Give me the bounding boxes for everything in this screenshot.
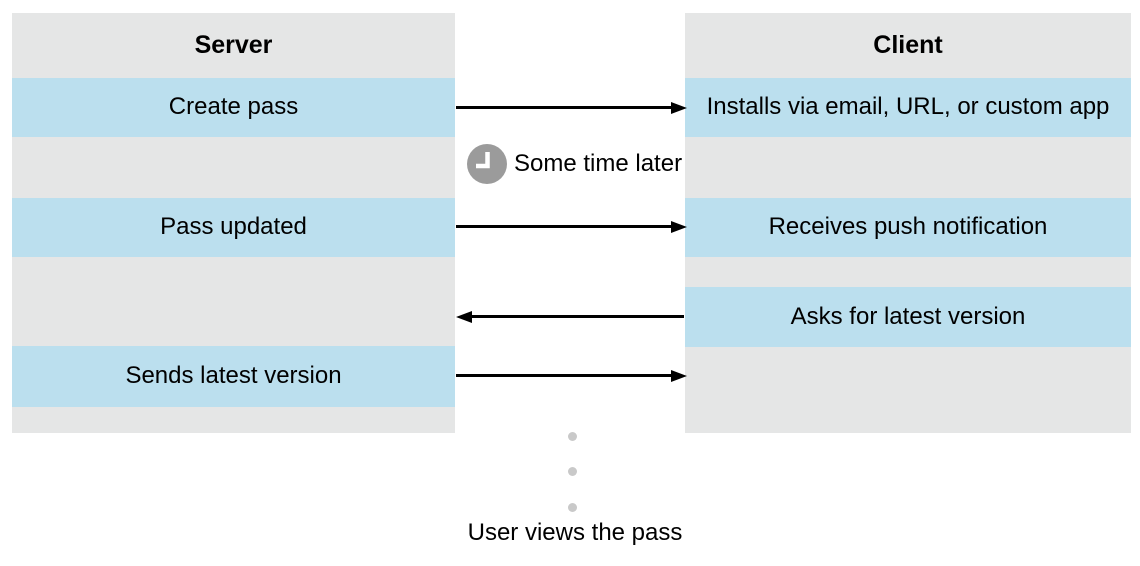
caption: User views the pass: [467, 519, 683, 546]
server-spacer: [12, 137, 455, 198]
clock-icon: [467, 144, 507, 184]
server-spacer: [12, 257, 455, 346]
server-step-create-pass: Create pass: [12, 78, 455, 137]
client-spacer: [685, 257, 1131, 287]
arrow-asks-latest-version: [471, 315, 684, 318]
client-header: Client: [685, 13, 1131, 78]
time-note-label: Some time later: [514, 150, 683, 177]
server-column: Server Create pass Pass updated Sends la…: [12, 13, 455, 433]
arrow-pass-updated: [456, 225, 672, 228]
client-step-receives-push: Receives push notification: [685, 198, 1131, 257]
server-header: Server: [12, 13, 455, 78]
arrow-sends-latest-version: [456, 374, 672, 377]
client-column: Client Installs via email, URL, or custo…: [685, 13, 1131, 433]
time-note: Some time later: [467, 144, 682, 184]
ellipsis-dot: [568, 432, 577, 441]
server-spacer: [12, 407, 455, 433]
ellipsis-dot: [568, 467, 577, 476]
client-step-asks-latest-version: Asks for latest version: [685, 287, 1131, 347]
client-spacer: [685, 137, 1131, 198]
arrow-create-pass: [456, 106, 672, 109]
client-spacer: [685, 347, 1131, 433]
server-step-pass-updated: Pass updated: [12, 198, 455, 257]
ellipsis-dot: [568, 503, 577, 512]
server-step-sends-latest-version: Sends latest version: [12, 346, 455, 407]
client-step-installs: Installs via email, URL, or custom app: [685, 78, 1131, 137]
